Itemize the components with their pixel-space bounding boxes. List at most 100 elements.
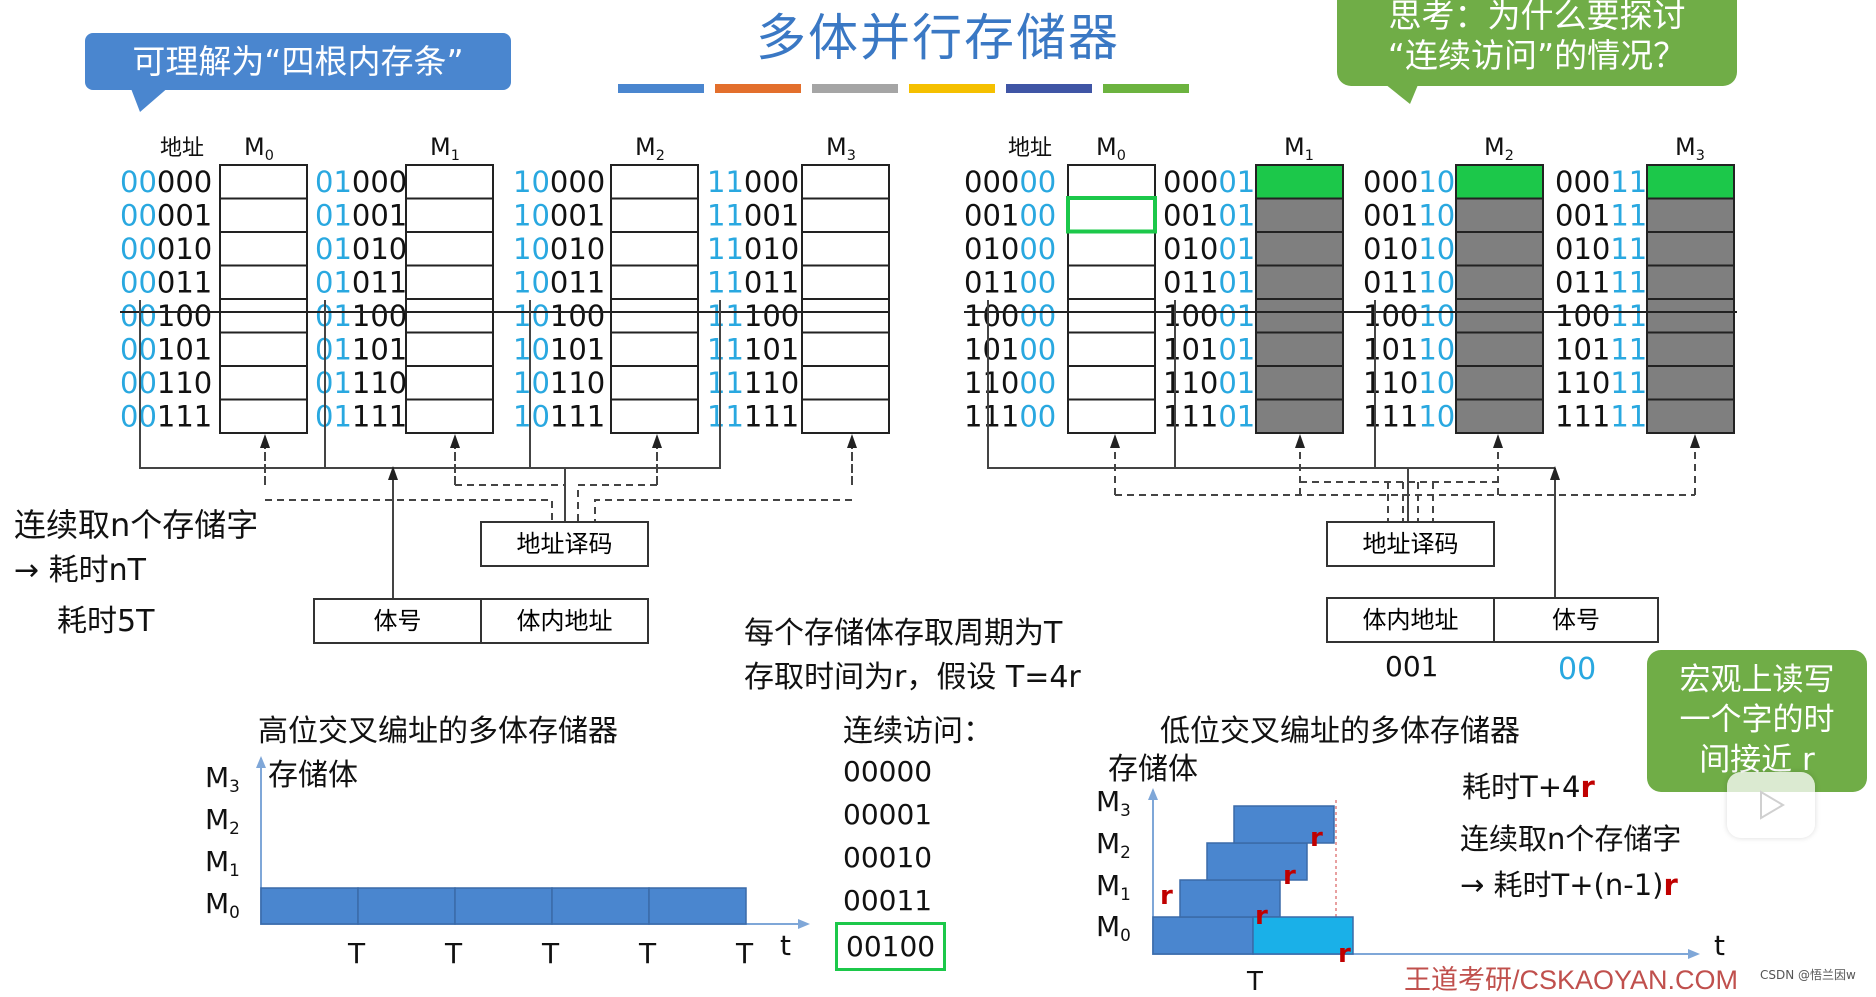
memory-cell [610, 398, 699, 434]
csdn-watermark: CSDN @悟兰因w [1760, 968, 1856, 982]
memory-cell [219, 197, 308, 233]
r-mark: r [1580, 770, 1595, 804]
module-label: M0 [1096, 910, 1131, 945]
r-mark: r [1255, 901, 1268, 931]
memory-cell [801, 197, 890, 233]
address-label: 01010 [1363, 232, 1455, 266]
tick-label: T [735, 937, 754, 970]
timing-bar [1152, 916, 1254, 955]
address-label: 00110 [1363, 199, 1455, 233]
address-label: 11110 [1363, 400, 1455, 434]
memory-cell [1255, 264, 1344, 300]
timing-bar [1252, 916, 1354, 955]
in-bank-address-field: 体内地址 [480, 598, 649, 644]
module-label: M0 [205, 887, 240, 922]
arrow-head [1550, 466, 1560, 480]
memory-cell [1455, 264, 1544, 300]
memory-cell [801, 164, 890, 200]
memory-cell [219, 298, 308, 334]
memory-cell [405, 298, 494, 334]
address-decoder: 地址译码 [1326, 521, 1495, 567]
play-button[interactable] [1727, 772, 1815, 838]
note-cycle: 每个存储体存取周期为T [744, 616, 1063, 651]
address-label: 00001 [120, 199, 212, 233]
address-label: 01111 [315, 400, 407, 434]
address-label: 11011 [1555, 366, 1647, 400]
address-label: 10110 [513, 366, 605, 400]
arrow-head [1688, 949, 1700, 959]
access-seq-item: 00001 [843, 798, 933, 831]
arrow-head [1110, 434, 1120, 448]
highlighted-cell [1066, 196, 1157, 234]
address-label: 10001 [1163, 299, 1255, 333]
address-label: 10111 [1555, 333, 1647, 367]
address-label: 11100 [964, 400, 1056, 434]
high-interleave-caption: 高位交叉编址的多体存储器 [258, 714, 618, 749]
module-label: M3 [205, 761, 240, 796]
address-label: 01001 [315, 199, 407, 233]
address-label: 11101 [1163, 400, 1255, 434]
macro-line-2: 一个字的时 [1679, 702, 1835, 738]
module-label: M3 [826, 133, 856, 164]
memory-cell [1255, 164, 1344, 200]
memory-cell [801, 331, 890, 367]
address-label: 10100 [964, 333, 1056, 367]
address-label: 11001 [1163, 366, 1255, 400]
memory-cell [405, 197, 494, 233]
address-label: 10001 [513, 199, 605, 233]
think-line-1: 思考：为什么要探讨 [1388, 0, 1686, 35]
callout-macro: 宏观上读写 一个字的时 间接近 r [1647, 650, 1867, 792]
note-continuous-n-low: 连续取n个存储字 [1460, 822, 1682, 856]
memory-cell [1455, 231, 1544, 267]
address-label: 11001 [707, 199, 799, 233]
memory-cell [1067, 264, 1156, 300]
sample-bank-no: 00 [1558, 652, 1597, 687]
address-label: 10010 [1363, 299, 1455, 333]
address-label: 11111 [1555, 400, 1647, 434]
memory-cell [405, 398, 494, 434]
address-decoder: 地址译码 [480, 521, 649, 567]
memory-cell [801, 231, 890, 267]
memory-cell [1255, 197, 1344, 233]
tick-label: T [1246, 967, 1263, 990]
address-label: 01010 [315, 232, 407, 266]
memory-cell [1646, 197, 1735, 233]
memory-cell [405, 365, 494, 401]
think-line-2: “连续访问”的情况？ [1387, 36, 1687, 75]
r-mark: r [1160, 881, 1173, 911]
memory-cell [1067, 231, 1156, 267]
note-cost-Tn1r: → 耗时T+(n-1)r [1460, 862, 1678, 904]
cost-text: → 耗时T+(n-1) [1460, 868, 1664, 902]
storage-body-label: 存储体 [1108, 752, 1198, 787]
memory-cell [610, 164, 699, 200]
memory-cell [1255, 398, 1344, 434]
select-line [265, 499, 553, 521]
arrow-head [847, 434, 857, 448]
arrow-head [450, 434, 460, 448]
page-title: 多体并行存储器 [756, 9, 1120, 67]
address-label: 01101 [1163, 266, 1255, 300]
address-label: 00101 [1163, 199, 1255, 233]
play-icon [1760, 790, 1785, 820]
timing-bar [357, 887, 456, 925]
memory-cell [1646, 365, 1735, 401]
callout-tail [1380, 80, 1420, 104]
timing-bar [1179, 879, 1281, 918]
memory-cell [1067, 298, 1156, 334]
memory-cell [219, 331, 308, 367]
memory-cell [1646, 231, 1735, 267]
memory-cell [1646, 298, 1735, 334]
timing-bar [1233, 805, 1335, 844]
address-label: 01111 [1555, 266, 1647, 300]
note-continuous-n: 连续取n个存储字 [14, 506, 259, 544]
module-label: M0 [244, 133, 274, 164]
note-cost-nT: → 耗时nT [14, 553, 147, 588]
tick-label: T [347, 937, 366, 970]
storage-body-label: 存储体 [268, 758, 358, 793]
macro-line-1: 宏观上读写 [1679, 662, 1835, 698]
memory-cell [610, 231, 699, 267]
arrow-head [652, 434, 662, 448]
memory-cell [801, 365, 890, 401]
arrow-head [798, 919, 810, 929]
memory-cell [1255, 231, 1344, 267]
